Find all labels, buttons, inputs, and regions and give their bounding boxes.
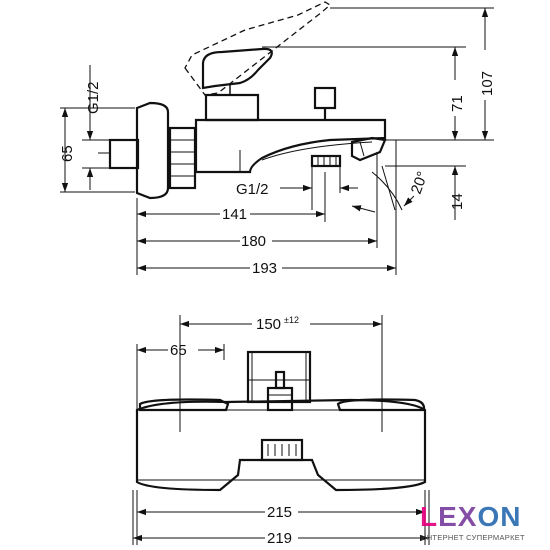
dim-width-215: 215 — [267, 504, 292, 521]
top-view — [135, 350, 427, 492]
top-diverter — [266, 370, 294, 412]
dim-height-107: 107 — [479, 71, 496, 96]
top-body — [135, 398, 427, 492]
dim-spacing: 150 — [256, 316, 281, 333]
watermark-logo: LEXON — [420, 501, 522, 532]
dim-angle: 20° — [408, 169, 432, 196]
dim-length-141: 141 — [222, 206, 247, 223]
dim-width-219: 219 — [267, 530, 292, 547]
watermark-tagline: ИНТЕРНЕТ СУПЕРМАРКЕТ — [421, 533, 525, 542]
dim-thread-bottom: G1/2 — [236, 181, 269, 198]
top-handle — [246, 350, 312, 404]
top-dimensions: 150 ±12 65 215 219 — [132, 315, 430, 547]
wall-connector — [108, 138, 140, 170]
side-view — [98, 1, 387, 200]
dim-length-180: 180 — [241, 233, 266, 250]
side-dimensions: G1/2 65 G1/2 141 180 193 20° — [59, 7, 496, 277]
cartridge — [204, 93, 260, 122]
spout-tip — [350, 136, 387, 162]
right-eccentric — [336, 398, 426, 412]
wall-rosette — [135, 101, 170, 200]
left-eccentric — [138, 398, 230, 412]
hex-nut — [168, 126, 197, 190]
aerator — [310, 154, 342, 168]
dim-height-71: 71 — [449, 95, 466, 112]
dim-thread-top: G1/2 — [85, 81, 102, 114]
dim-width-65: 65 — [170, 342, 187, 359]
dim-spout-14: 14 — [449, 193, 466, 210]
dim-height-65: 65 — [59, 145, 76, 162]
handle — [201, 47, 273, 90]
mixer-body — [194, 118, 387, 174]
dim-length-193: 193 — [252, 260, 277, 277]
lexon-watermark: LEXON ИНТЕРНЕТ СУПЕРМАРКЕТ — [420, 501, 525, 542]
diverter-knob — [313, 86, 337, 120]
dim-spacing-tolerance: ±12 — [284, 315, 299, 325]
top-aerator — [260, 438, 304, 462]
